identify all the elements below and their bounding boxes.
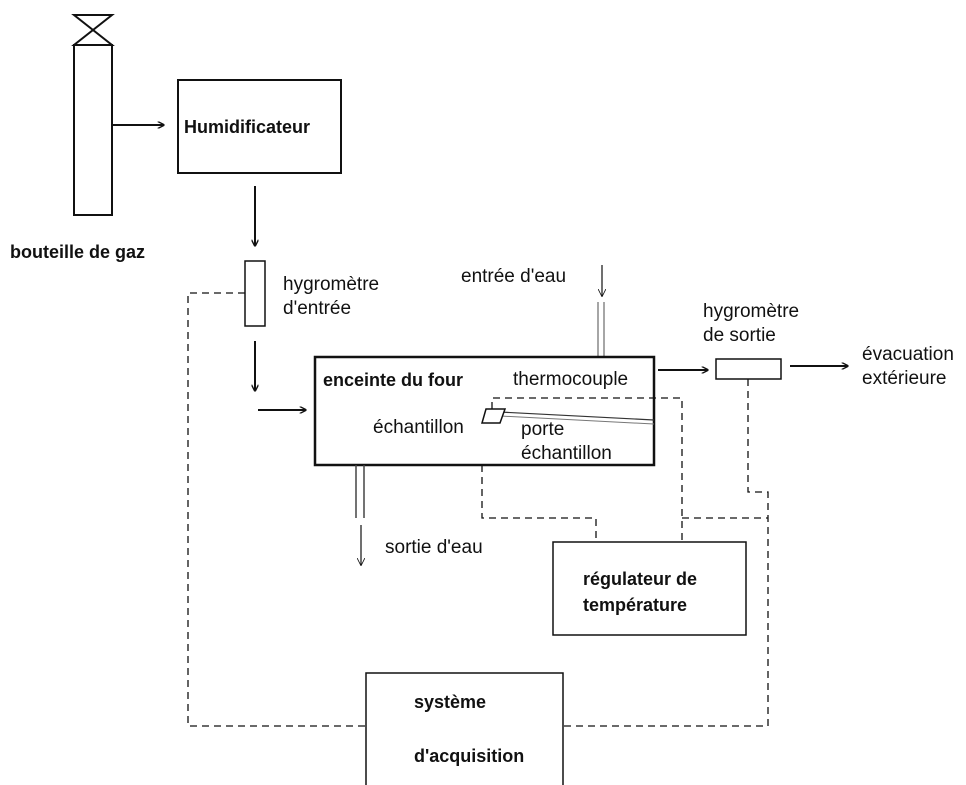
acquisition-system-label-1: système (414, 692, 487, 712)
sample-icon (481, 408, 507, 424)
exhaust-label-2: extérieure (862, 368, 947, 389)
humidifier-box (177, 79, 342, 174)
outlet-hygrometer-label-1: hygromètre (703, 301, 800, 322)
sample-holder-rod-2 (499, 415, 655, 425)
sample-holder-label-1: porte (521, 419, 565, 440)
gas-bottle (71, 14, 115, 216)
exhaust-label-1: évacuation (862, 344, 954, 365)
furnace-chamber-label: enceinte du four (323, 370, 464, 390)
furnace-to-regulator-signal (481, 465, 597, 542)
sample-holder-label-2: échantillon (521, 443, 612, 464)
temperature-controller-label-2: température (583, 595, 688, 615)
water-inlet-label: entrée d'eau (461, 266, 567, 287)
sample-holder-rod (499, 411, 655, 421)
thermocouple-label: thermocouple (513, 369, 629, 390)
outlet-hygrometer-signal (563, 379, 769, 727)
thermocouple-wire (491, 397, 683, 542)
outlet-hygrometer-label-2: de sortie (703, 325, 776, 346)
water-outlet-label: sortie d'eau (385, 537, 483, 558)
gas-bottle-label: bouteille de gaz (10, 242, 146, 262)
outlet-hygrometer (715, 358, 782, 380)
humidifier-label: Humidificateur (184, 117, 311, 137)
temperature-controller-label-1: régulateur de (583, 569, 698, 589)
sample-label: échantillon (373, 417, 464, 438)
acquisition-system-label-2: d'acquisition (414, 746, 525, 766)
inlet-hygrometer (244, 260, 266, 327)
inlet-hygrometer-label-1: hygromètre (283, 274, 380, 295)
inlet-hygrometer-label-2: d'entrée (283, 298, 352, 319)
temperature-controller-box (552, 541, 747, 636)
acquisition-system-box (365, 672, 564, 785)
furnace-enclosure (313, 355, 656, 467)
inlet-hygrometer-signal (187, 292, 366, 727)
valve-icon (71, 14, 115, 46)
